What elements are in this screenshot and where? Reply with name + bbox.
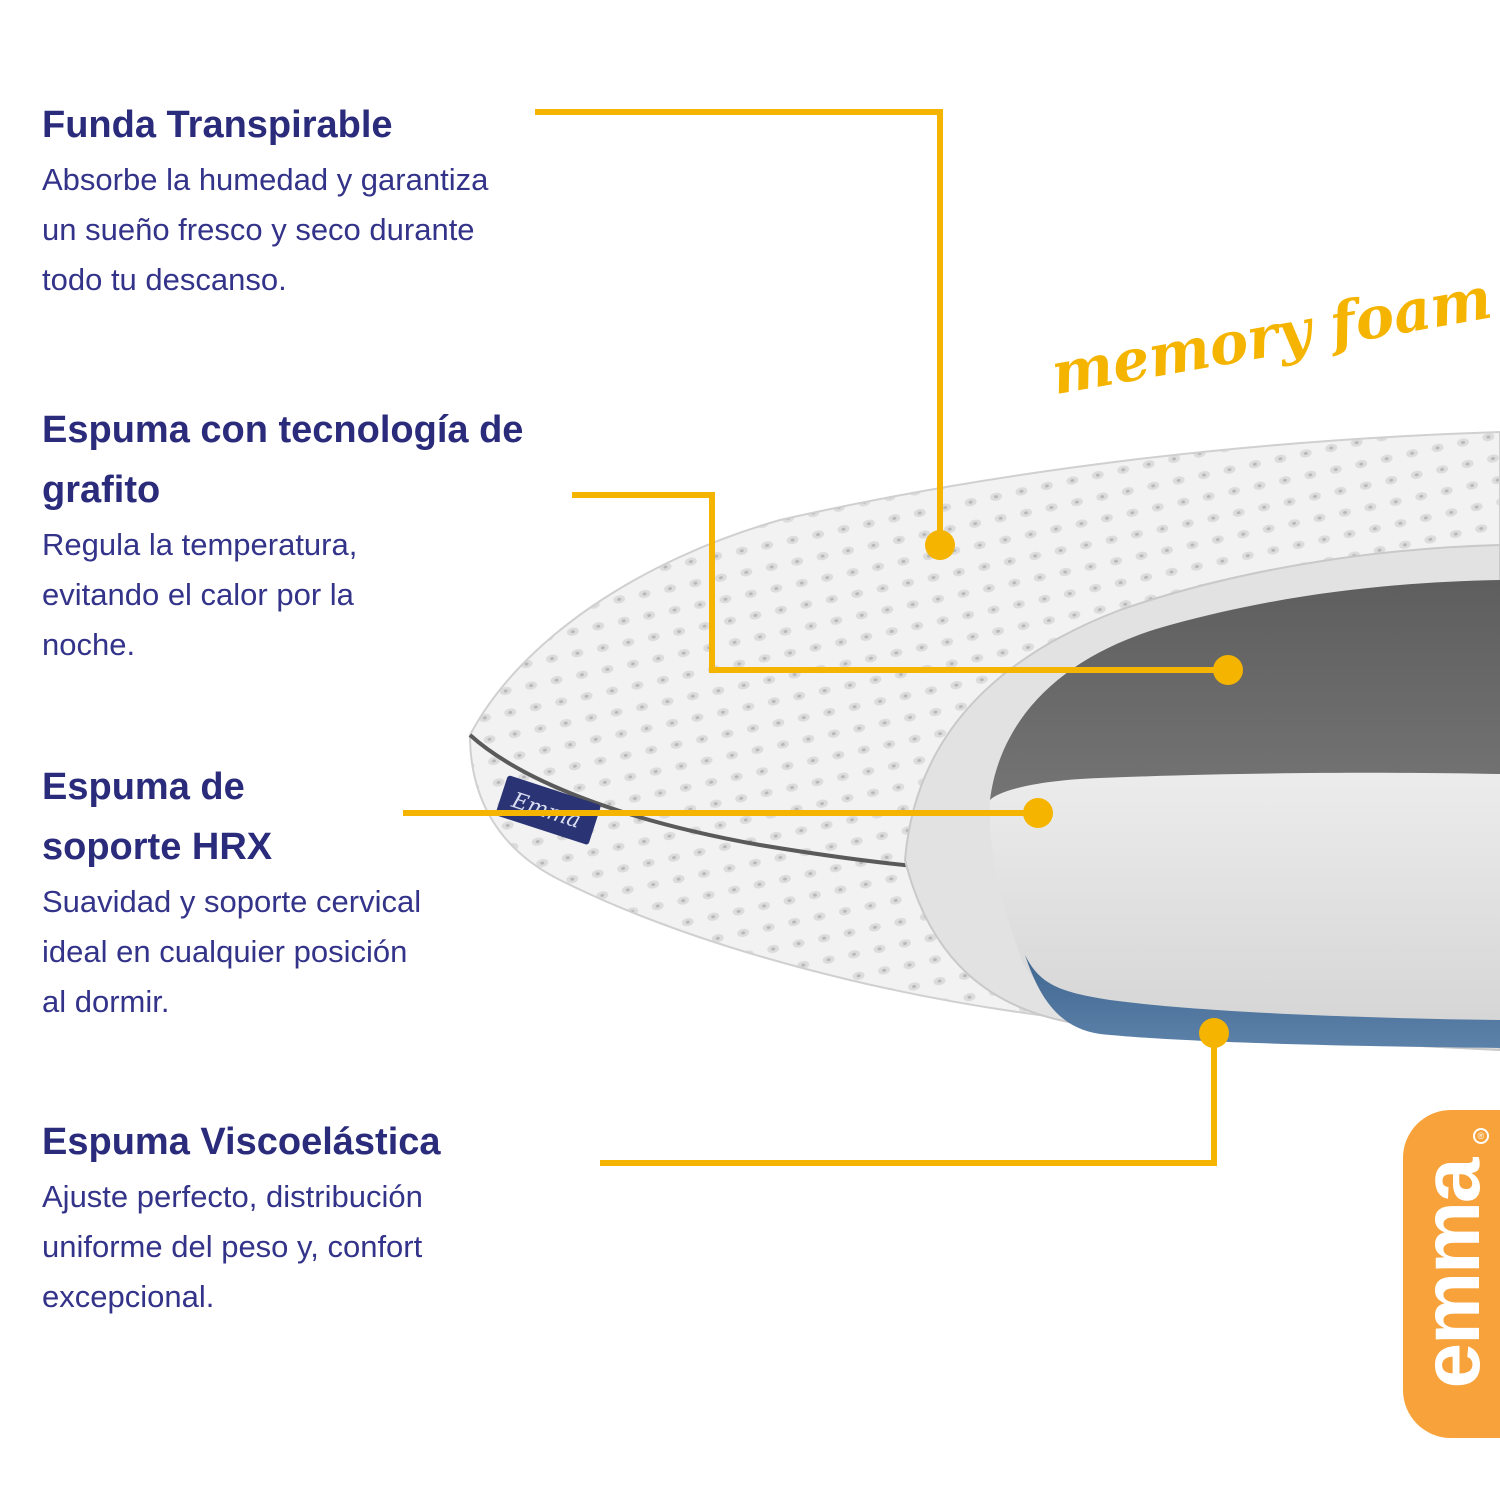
feature-description: Absorbe la humedad y garantiza un sueño … (42, 162, 489, 297)
feature-description: Suavidad y soporte cervical ideal en cua… (42, 884, 422, 1019)
feature-description: Regula la temperatura, evitando el calor… (42, 527, 358, 662)
feature-hrx-foam: Espuma de soporte HRX Suavidad y soporte… (42, 757, 522, 1027)
logo-wordmark: emma (1405, 1159, 1497, 1389)
emma-logo: emma ® (1403, 1110, 1500, 1438)
callout-dot-graphite (1213, 655, 1243, 685)
callout-dot-visco (1199, 1018, 1229, 1048)
feature-visco-foam: Espuma Viscoelástica Ajuste perfecto, di… (42, 1112, 562, 1322)
feature-title: Espuma con tecnología de grafito (42, 409, 524, 511)
callout-lines (403, 109, 1228, 1166)
callout-line-cover (535, 109, 943, 545)
callout-line-visco (600, 1033, 1217, 1166)
pillow-piping (468, 733, 936, 870)
feature-title: Espuma Viscoelástica (42, 1121, 441, 1163)
callout-line-graphite (572, 492, 1228, 673)
visco-foam-layer (1025, 955, 1500, 1048)
callout-dot-hrx (1023, 798, 1053, 828)
callout-dot-cover (925, 530, 955, 560)
feature-description: Ajuste perfecto, distribución uniforme d… (42, 1179, 423, 1314)
registered-mark: ® (1473, 1128, 1489, 1144)
feature-breathable-cover: Funda Transpirable Absorbe la humedad y … (42, 95, 602, 305)
feature-title: Espuma de soporte HRX (42, 766, 273, 868)
callout-dots (925, 530, 1243, 1048)
hrx-foam-layer (989, 772, 1500, 1020)
feature-title: Funda Transpirable (42, 104, 393, 146)
feature-graphite-foam: Espuma con tecnología de grafito Regula … (42, 400, 602, 670)
